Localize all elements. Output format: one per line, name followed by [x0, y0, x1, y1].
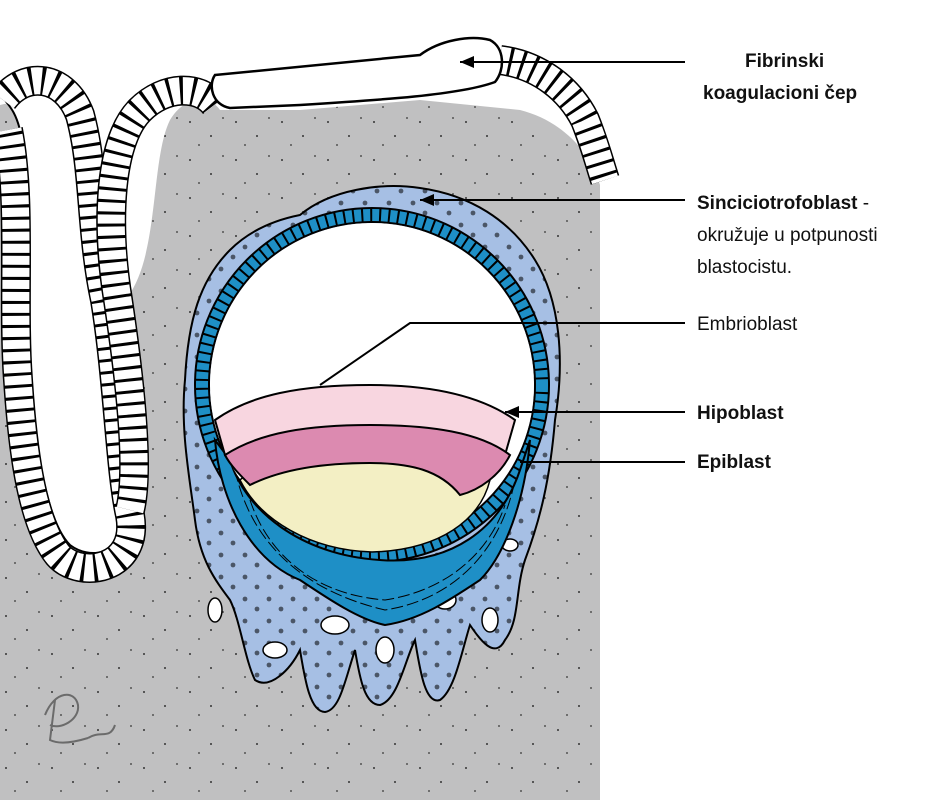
label-sincicio-title: Sinciciotrofoblast [697, 193, 858, 214]
pointer-lines [319, 61, 685, 463]
label-sincicio-2: okružuje u potpunosti [697, 225, 878, 246]
label-fibrin-1: Fibrinski [745, 51, 825, 72]
label-sincicio-dash: - [857, 193, 870, 214]
lacunae [207, 538, 519, 664]
pointer-arrowheads [420, 56, 519, 418]
label-sincicio-3: blastocistu. [697, 257, 793, 278]
label-epiblast: Epiblast [697, 452, 771, 473]
label-hipoblast: Hipoblast [697, 403, 784, 424]
cytotrophoblast-mass [213, 436, 531, 627]
signature-monogram [44, 693, 116, 744]
fibrin-plug [210, 36, 504, 110]
label-fibrin-2: koagulacioni čep [703, 83, 858, 104]
uterine-gland [0, 45, 620, 583]
label-sincicio: Sinciciotrofoblast - [697, 190, 869, 218]
label-embrioblast: Embrioblast [697, 314, 798, 335]
epiblast-layer [223, 423, 512, 497]
